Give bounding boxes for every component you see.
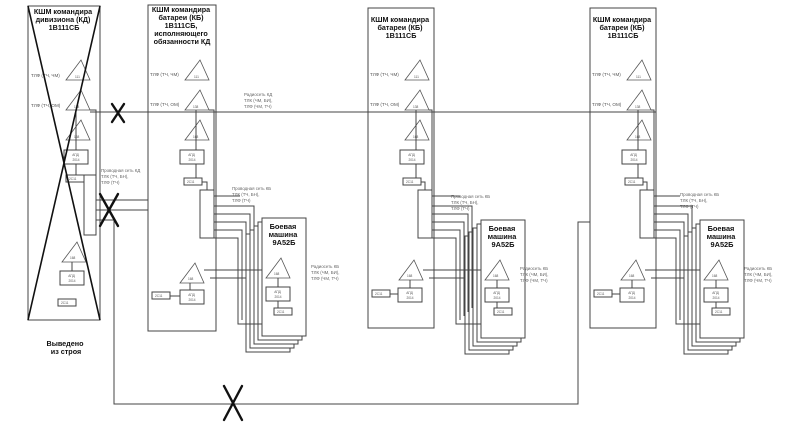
bm-stack-2: Боевая машина 9А52Б 168 АПД 2014 2С11	[464, 219, 526, 355]
svg-text:ТЛФ (ТЧ, ОМ): ТЛФ (ТЧ, ОМ)	[150, 102, 180, 107]
kd-title: КШМ командира дивизиона (КД) 1В111СБ	[34, 7, 94, 32]
kb3-title: КШМ командира батареи (КБ) 1В111СБ	[593, 15, 653, 40]
svg-text:168: 168	[407, 274, 413, 278]
svg-text:АПД 2014: АПД 2014	[406, 291, 413, 300]
svg-text:АПД 2014: АПД 2014	[188, 293, 195, 302]
svg-text:2С11: 2С11	[61, 301, 69, 305]
svg-text:ТЛФ (ТЧ, ОМ): ТЛФ (ТЧ, ОМ)	[592, 102, 622, 107]
svg-text:138: 138	[413, 105, 419, 109]
svg-text:АПД 2014: АПД 2014	[493, 291, 500, 300]
svg-text:168: 168	[274, 272, 280, 276]
svg-text:168: 168	[188, 277, 194, 281]
svg-text:ТЛФ (ТЧ, ЧМ): ТЛФ (ТЧ, ЧМ)	[592, 72, 621, 77]
svg-text:111: 111	[636, 75, 641, 79]
bm1-title: Боевая машина 9А52Б	[269, 222, 300, 247]
kd-apd-label: АПД 2014	[72, 153, 79, 162]
kd-switch	[83, 174, 97, 236]
svg-text:2С11: 2С11	[69, 177, 77, 181]
radio-kb1-label: Радиосеть КБ ТЛК (ЧМ, БИ), ТЛФ (ЧМ, ТЧ)	[311, 264, 341, 281]
kb2-title: КШМ командира батареи (КБ) 1В111СБ	[371, 15, 431, 40]
kd-unit: КШМ командира дивизиона (КД) 1В111СБ ТЛФ…	[27, 5, 101, 356]
svg-text:168: 168	[493, 274, 499, 278]
kd-radio-168: 168	[65, 119, 91, 141]
svg-text:2С11: 2С11	[375, 292, 383, 296]
svg-text:2С11: 2С11	[277, 310, 285, 314]
svg-text:АПД 2014: АПД 2014	[630, 153, 637, 162]
wired-kd-label: Проводная сеть КД ТЛК (ТЧ, БН), ТЛФ (ТЧ)	[101, 168, 141, 185]
svg-text:138: 138	[193, 105, 199, 109]
kd-decommissioned-label: Выведено из строя	[47, 339, 86, 356]
svg-text:ТЛФ (ТЧ, ОМ): ТЛФ (ТЧ, ОМ)	[31, 103, 61, 108]
radio-kb2-label: Радиосеть КБ ТЛК (ЧМ, БИ), ТЛФ (ЧМ, ТЧ)	[520, 266, 550, 283]
svg-text:АПД 2014: АПД 2014	[274, 290, 281, 299]
bm2-title: Боевая машина 9А52Б	[488, 224, 519, 249]
wired-kb1-label: Проводная сеть КБ ТЛК (ТЧ, БН), ТЛФ (ТЧ)	[232, 186, 272, 203]
svg-text:2С11: 2С11	[597, 292, 605, 296]
bm3-title: Боевая машина 9А52Б	[707, 224, 738, 249]
svg-text:2С11: 2С11	[155, 294, 163, 298]
kb-main-title: КШМ командира батареи (КБ) 1В111СБ, испо…	[152, 5, 212, 46]
svg-text:ТЛФ (ТЧ, ЧМ): ТЛФ (ТЧ, ЧМ)	[31, 73, 60, 78]
svg-text:168: 168	[712, 274, 718, 278]
svg-text:АПД 2014: АПД 2014	[188, 153, 195, 162]
svg-text:АПД 2014: АПД 2014	[628, 291, 635, 300]
kb-main-unit: КШМ командира батареи (КБ) 1В111СБ, испо…	[147, 4, 217, 332]
svg-text:168: 168	[70, 256, 76, 260]
svg-text:ТЛФ (ТЧ, ОМ): ТЛФ (ТЧ, ОМ)	[370, 102, 400, 107]
svg-text:138: 138	[635, 105, 641, 109]
svg-text:168: 168	[74, 135, 80, 139]
wired-kb2-label: Проводная сеть КБ ТЛК (ТЧ, БН), ТЛФ (ТЧ)	[451, 194, 491, 211]
svg-text:2С11: 2С11	[715, 310, 723, 314]
radio-kd-label: Радиосеть КД ТЛК (ЧМ, БИ), ТЛФ (ЧМ, ТЧ)	[244, 92, 274, 109]
svg-text:ТЛФ (ТЧ, ЧМ): ТЛФ (ТЧ, ЧМ)	[150, 72, 179, 77]
svg-text:111: 111	[194, 75, 199, 79]
svg-text:2С11: 2С11	[628, 180, 636, 184]
wired-kb3-label: Проводная сеть КБ ТЛК (ТЧ, БН), ТЛФ (ТЧ)	[680, 192, 720, 209]
radio-kb3-label: Радиосеть КБ ТЛК (ЧМ, БИ), ТЛФ (ЧМ, ТЧ)	[744, 266, 774, 283]
svg-text:2С11: 2С11	[187, 180, 195, 184]
svg-text:2С11: 2С11	[497, 310, 505, 314]
network-lines	[90, 111, 700, 405]
svg-text:2С11: 2С11	[406, 180, 414, 184]
bm-stack-3: Боевая машина 9А52Б 168 АПД 2014 2С11	[683, 219, 745, 355]
svg-text:111: 111	[75, 75, 80, 79]
kd-radio-lower: 168	[61, 241, 87, 263]
svg-text:111: 111	[414, 75, 419, 79]
break-mark-radio-kd	[110, 102, 126, 124]
break-mark-wired-kd	[98, 192, 120, 228]
kb-main-switch	[199, 189, 215, 239]
svg-text:АПД 2014: АПД 2014	[68, 274, 75, 283]
kb-unit-3: КШМ командира батареи (КБ) 1В111СБ ТЛФ (…	[589, 7, 657, 329]
break-mark-bottom-line	[222, 384, 244, 422]
svg-text:168: 168	[629, 274, 635, 278]
svg-text:АПД 2014: АПД 2014	[408, 153, 415, 162]
svg-text:АПД 2014: АПД 2014	[712, 291, 719, 300]
svg-text:ТЛФ (ТЧ, ЧМ): ТЛФ (ТЧ, ЧМ)	[370, 72, 399, 77]
bm-stack-1: Боевая машина 9А52Б 168 АПД 2014 2С11	[245, 217, 307, 353]
kb-unit-2: КШМ командира батареи (КБ) 1В111СБ ТЛФ (…	[367, 7, 435, 329]
